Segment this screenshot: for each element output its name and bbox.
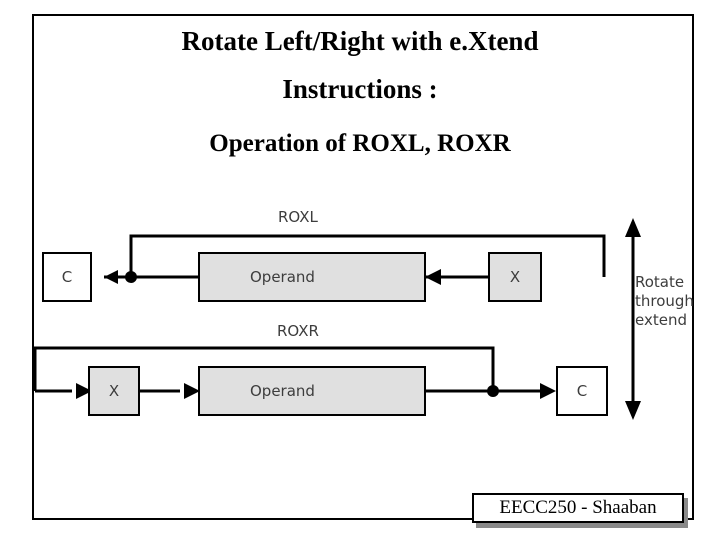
rotate-note-line-2: through	[635, 292, 694, 310]
roxl-carry-box: C	[42, 252, 92, 302]
page-title-line-1: Rotate Left/Right with e.Xtend	[181, 26, 539, 56]
roxr-arrowhead-operand-left	[184, 383, 200, 399]
roxr-extend-box: X	[88, 366, 140, 416]
roxl-label: ROXL	[278, 208, 318, 226]
roxr-arrowhead-x	[76, 383, 92, 399]
roxl-arrowhead-operand-right	[425, 269, 441, 285]
roxr-label: ROXR	[277, 322, 319, 340]
page-subtitle: Operation of ROXL, ROXR	[209, 130, 511, 157]
rotate-span-arrowhead-up	[625, 218, 641, 237]
footer-badge: EECC250 - Shaaban	[472, 493, 684, 523]
roxr-feedback-path	[33, 346, 495, 391]
roxl-extend-box: X	[488, 252, 542, 302]
roxr-carry-box: C	[556, 366, 608, 416]
roxl-junction-dot	[125, 271, 137, 283]
rotate-note-line-3: extend	[635, 311, 687, 329]
roxr-operand-box: Operand	[198, 366, 426, 416]
page-title-line-2: Instructions :	[282, 74, 438, 104]
rotate-span-arrowhead-down	[625, 401, 641, 420]
roxr-junction-dot	[487, 385, 499, 397]
roxl-feedback-path	[129, 234, 606, 277]
roxr-arrowhead-carry	[540, 383, 556, 399]
rotate-note-line-1: Rotate	[635, 273, 685, 291]
roxl-arrowhead-carry	[104, 270, 118, 284]
roxl-operand-box: Operand	[198, 252, 426, 302]
